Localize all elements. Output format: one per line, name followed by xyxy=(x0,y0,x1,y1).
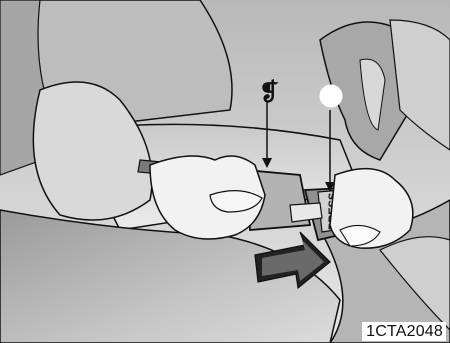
callout-b-marker xyxy=(319,84,343,108)
right-arm-sleeve xyxy=(389,19,450,151)
left-arm-sleeve xyxy=(32,81,153,221)
left-hand xyxy=(149,155,266,240)
callout-b-arrowhead xyxy=(325,182,335,192)
shoulder-pillar-highlight xyxy=(359,58,386,131)
figure-caption: 1CTA2048 xyxy=(362,322,446,341)
left-thumb xyxy=(209,190,263,213)
right-finger xyxy=(339,224,381,247)
callout-a-label: ❡ xyxy=(259,77,279,106)
callout-a-arrowhead xyxy=(262,158,272,168)
push-arrow-face xyxy=(262,240,324,281)
latch-tongue xyxy=(289,202,323,223)
